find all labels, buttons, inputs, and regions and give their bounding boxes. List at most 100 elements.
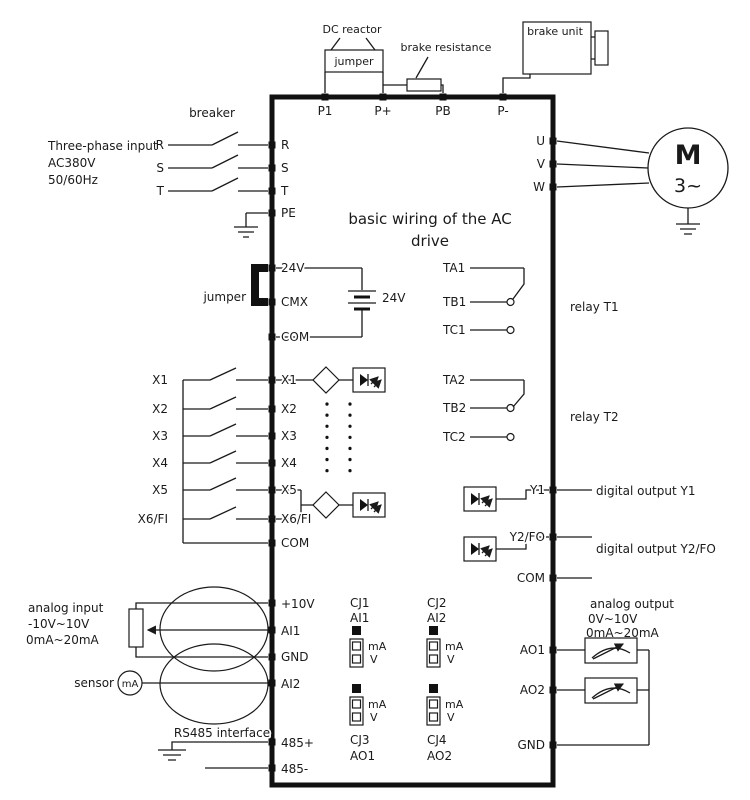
terminal-x3: X3 bbox=[281, 429, 297, 443]
terminal-x2: X2 bbox=[281, 402, 297, 416]
terminal-ao1: AO1 bbox=[520, 643, 545, 657]
digital-output-section: Y1 Y2/FO COM digital output Y1 digital o… bbox=[463, 481, 716, 587]
ext-label-t: T bbox=[156, 184, 165, 198]
digital-output-y2-label: digital output Y2/FO bbox=[596, 542, 716, 556]
terminal-tc2: TC2 bbox=[442, 430, 466, 444]
cj4-name: CJ4 bbox=[427, 733, 447, 747]
terminal-tb1: TB1 bbox=[442, 295, 466, 309]
terminal-gnd-right: GND bbox=[517, 738, 545, 752]
cj4-signal: AO2 bbox=[427, 749, 452, 763]
rs485-wires bbox=[158, 741, 268, 769]
relay-contact-icon bbox=[506, 325, 515, 335]
terminal-pplus: P+ bbox=[374, 104, 391, 118]
relay-t2-wires bbox=[470, 379, 525, 438]
ext-label-r: R bbox=[156, 138, 164, 152]
sensor-label: sensor bbox=[74, 676, 114, 690]
meter-icon bbox=[584, 637, 638, 664]
ext-label-x1: X1 bbox=[152, 373, 168, 387]
digital-input-internal-wires bbox=[276, 379, 353, 520]
shield-ellipse-icon bbox=[159, 586, 269, 672]
terminal-com-out: COM bbox=[517, 571, 545, 585]
three-phase-section: breaker Three-phase input AC380V 50/60Hz… bbox=[47, 106, 298, 238]
terminal-ta1: TA1 bbox=[442, 261, 465, 275]
meter-icon bbox=[584, 677, 638, 704]
cj2-v-label: V bbox=[447, 653, 455, 666]
optocoupler-icon bbox=[352, 492, 386, 518]
terminal-x4: X4 bbox=[281, 456, 297, 470]
terminal-pe: PE bbox=[281, 206, 296, 220]
brake-unit-box bbox=[522, 21, 592, 75]
top-section: DC reactor jumper brake resistance brake… bbox=[316, 21, 609, 120]
ext-label-x5: X5 bbox=[152, 483, 168, 497]
jumper-box-label: jumper bbox=[333, 55, 373, 68]
brake-resistor bbox=[406, 78, 442, 92]
terminal-com-top: COM bbox=[281, 330, 309, 344]
terminal-24v: 24V bbox=[281, 261, 305, 275]
terminal-s: S bbox=[281, 161, 289, 175]
terminal-x5: X5 bbox=[281, 483, 297, 497]
terminal-ta2: TA2 bbox=[442, 373, 465, 387]
terminal-p1: P1 bbox=[318, 104, 333, 118]
relay-t2-label: relay T2 bbox=[570, 410, 619, 424]
breaker-label: breaker bbox=[189, 106, 235, 120]
digital-input-wires bbox=[182, 367, 268, 544]
terminal-w: W bbox=[533, 180, 545, 194]
dc-reactor-label: DC reactor bbox=[322, 23, 382, 36]
relay-contact-icon bbox=[506, 432, 515, 442]
jumper-label: jumper bbox=[202, 290, 246, 304]
optocoupler-icon bbox=[463, 536, 497, 562]
battery-wires bbox=[276, 267, 376, 338]
brake-unit-label: brake unit bbox=[527, 25, 583, 38]
cj1-name: CJ1 bbox=[350, 596, 370, 610]
sensor-icon bbox=[117, 670, 143, 696]
terminal-com-mid: COM bbox=[281, 536, 309, 550]
terminal-ai1: AI1 bbox=[281, 624, 300, 638]
rectifier-diamond-icon bbox=[312, 366, 340, 394]
cj4-v-label: V bbox=[447, 711, 455, 724]
terminal-485-plus: 485+ bbox=[281, 736, 314, 750]
top-wires bbox=[324, 36, 595, 93]
relay-contact-icon bbox=[506, 297, 515, 307]
relay-t2-section: TA2 TB2 TC2 relay T2 bbox=[440, 371, 619, 446]
terminal-v: V bbox=[537, 157, 546, 171]
ext-label-s: S bbox=[156, 161, 164, 175]
motor-circle bbox=[647, 127, 729, 209]
terminal-x6: X6/FI bbox=[281, 512, 311, 526]
terminal-r: R bbox=[281, 138, 289, 152]
terminal-485-minus: 485- bbox=[281, 762, 308, 776]
terminal-y1: Y1 bbox=[529, 483, 545, 497]
analog-input-desc-3: 0mA~20mA bbox=[26, 633, 100, 647]
digital-input-section: X1 X2 X3 X4 X5 X6/FI X1 X2 X3 X4 X5 X6/F… bbox=[138, 366, 386, 552]
motor-wires bbox=[556, 140, 700, 235]
relay-t1-wires bbox=[470, 267, 525, 331]
rs485-section: RS485 interface 485+ 485- bbox=[158, 724, 316, 778]
cj2-jumper-block: mA V bbox=[426, 626, 464, 668]
ext-label-x3: X3 bbox=[152, 429, 168, 443]
jumper-bracket bbox=[251, 264, 268, 306]
pe-ground-icon bbox=[234, 212, 268, 238]
terminal-u: U bbox=[536, 134, 545, 148]
cj-jumpers-section: CJ1 AI1 mA V CJ2 AI2 mA V mA V CJ3 AO1 m… bbox=[349, 596, 464, 763]
cj3-jumper-block: mA V bbox=[349, 684, 387, 726]
analog-output-section: analog output 0V~10V 0mA~20mA AO1 AO2 GN… bbox=[516, 597, 675, 754]
terminal-ao2: AO2 bbox=[520, 683, 545, 697]
cj2-name: CJ2 bbox=[427, 596, 447, 610]
input-desc-3: 50/60Hz bbox=[48, 173, 98, 187]
input-desc-2: AC380V bbox=[48, 156, 96, 170]
cj4-ma-label: mA bbox=[445, 698, 464, 711]
sensor-unit-label: mA bbox=[122, 679, 139, 690]
analog-input-desc-2: -10V~10V bbox=[28, 617, 90, 631]
dc-reactor-jumper-box bbox=[324, 49, 384, 73]
input-desc-1: Three-phase input bbox=[47, 139, 158, 153]
cj1-ma-label: mA bbox=[368, 640, 387, 653]
brake-resistance-label: brake resistance bbox=[401, 41, 492, 54]
analog-output-desc-1: analog output bbox=[590, 597, 674, 611]
analog-input-wires bbox=[135, 602, 268, 684]
shield-ellipse-icon bbox=[159, 643, 269, 725]
cj3-ma-label: mA bbox=[368, 698, 387, 711]
terminal-tc1: TC1 bbox=[442, 323, 466, 337]
rectifier-diamond-icon bbox=[312, 491, 340, 519]
motor-phase: 3~ bbox=[674, 175, 702, 197]
